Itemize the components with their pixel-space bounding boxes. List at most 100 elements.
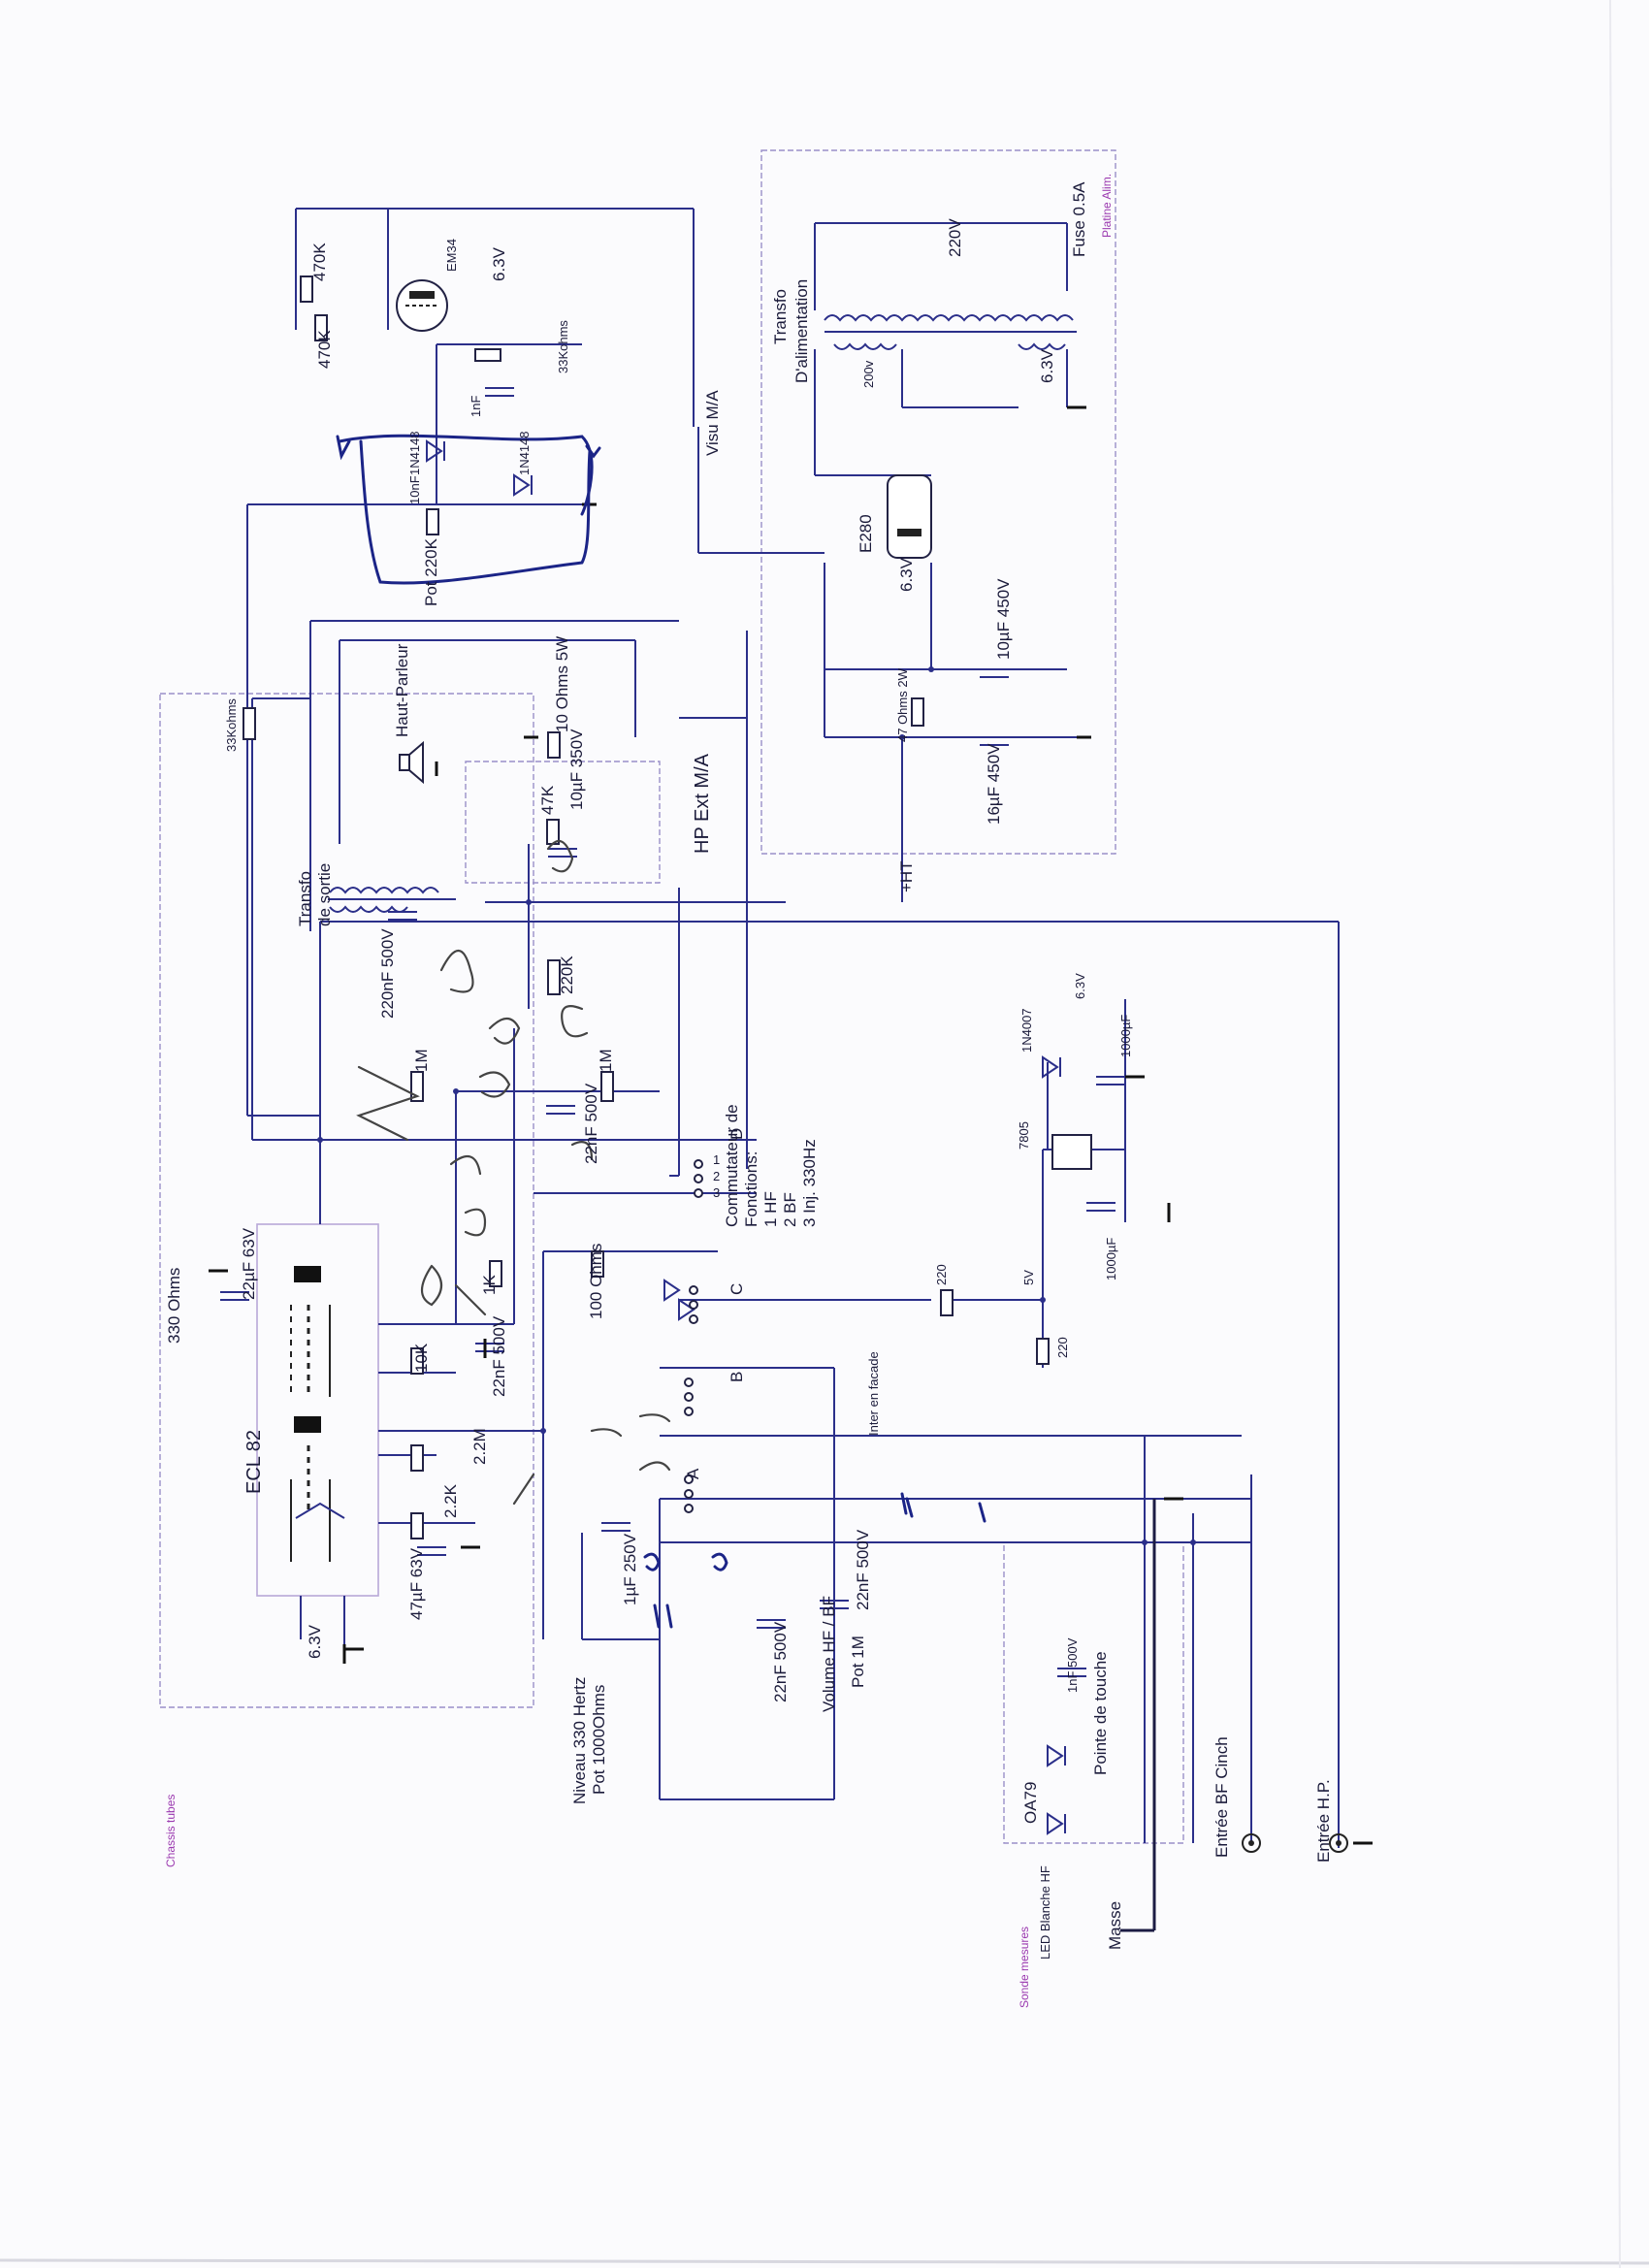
label-v200: 200v <box>861 360 876 388</box>
e280-rectifier <box>887 474 932 559</box>
box-platine-alim <box>760 149 1116 855</box>
label-reg7805: 7805 <box>1017 1121 1031 1150</box>
label-niveau-330: Niveau 330 Hertz <box>570 1677 589 1804</box>
label-c1000uf-a: 1000µF <box>1104 1238 1118 1280</box>
label-c1000uf-b: 1000µF <box>1118 1015 1133 1057</box>
label-r10k: 10K <box>412 1343 431 1373</box>
transformer-output <box>328 887 456 913</box>
handwritten-annotations <box>336 434 986 1629</box>
paper-edge <box>0 2258 1649 2265</box>
label-transfo-alim-1: Transfo <box>771 289 790 344</box>
label-pot220k: Pot 220K <box>422 537 440 606</box>
label-r470k-b: 470K <box>315 330 334 369</box>
label-r22m: 2.2M <box>470 1428 489 1465</box>
label-chassis-tubes: Chassis tubes <box>164 1795 178 1867</box>
label-ht: +HT <box>897 860 916 892</box>
label-ecl82: ECL 82 <box>243 1430 265 1494</box>
label-v63-c: 6.3V <box>897 557 916 592</box>
label-em34: EM34 <box>444 239 459 272</box>
label-comm-3: 1 HF <box>761 1191 780 1227</box>
label-c1nf500: 1nF 500V <box>1065 1637 1080 1693</box>
ecl82-tube <box>256 1223 379 1597</box>
speaker <box>399 740 424 785</box>
label-comm-5: 3 Inj. 330Hz <box>800 1139 819 1227</box>
label-v5: 5V <box>1021 1270 1036 1285</box>
label-r47k: 47K <box>538 785 557 815</box>
label-c1uf250: 1µF 250V <box>621 1533 639 1605</box>
label-r33kohms-b: 33Kohms <box>556 320 570 373</box>
label-pin-1: 1 <box>713 1152 720 1167</box>
label-c220nf: 220nF 500V <box>378 928 397 1019</box>
label-inter-facade: Inter en facade <box>866 1351 881 1436</box>
label-c16uf450: 16µF 450V <box>985 743 1003 825</box>
label-r220k: 220K <box>558 956 576 994</box>
label-c22nf-b: 22nF 500V <box>582 1083 600 1164</box>
label-c47uf: 47µF 63V <box>407 1547 426 1620</box>
label-sw-a: A <box>684 1468 702 1479</box>
label-pot1000: Pot 1000Ohms <box>590 1685 608 1795</box>
label-c10uf450: 10µF 450V <box>994 578 1013 660</box>
label-r470k-a: 470K <box>310 243 329 281</box>
label-r47ohms: 47 Ohms 2W <box>895 667 910 742</box>
wires <box>246 208 1340 1932</box>
label-comm-1: Commutateur de <box>723 1104 741 1227</box>
label-v63-a: 6.3V <box>490 246 508 281</box>
label-c22uf63: 22µF 63V <box>240 1227 258 1300</box>
label-led: LED Blanche HF <box>1038 1865 1052 1960</box>
ground-symbols <box>209 405 1373 1845</box>
label-c22nf-d: 22nF 500V <box>854 1529 872 1610</box>
label-entree-bf: Entrée BF Cinch <box>1212 1736 1231 1858</box>
diodes <box>426 439 1066 1835</box>
label-pointe: Pointe de touche <box>1091 1651 1110 1775</box>
label-pin-2: 2 <box>713 1169 720 1183</box>
label-fuse: Fuse 0.5A <box>1070 181 1088 257</box>
label-e280: E280 <box>857 514 875 553</box>
label-d1n4148-a: 1N4148 <box>407 431 422 475</box>
label-r1m-a: 1M <box>412 1049 431 1072</box>
rotary-switches <box>684 1159 703 1513</box>
label-r33k-ohms: 33Kohms <box>224 698 239 752</box>
capacitors <box>220 387 1125 1677</box>
label-transfo-sortie-2: de sortie <box>315 863 334 926</box>
paper-fold <box>1609 0 1621 2268</box>
label-r1k: 1K <box>480 1275 499 1295</box>
label-r1m-b: 1M <box>597 1049 615 1072</box>
label-sonde-mesures: Sonde mesures <box>1018 1927 1031 2008</box>
label-masse: Masse <box>1106 1901 1124 1950</box>
label-comm-2: Fonctions: <box>742 1151 760 1227</box>
label-sw-d: D <box>728 1128 746 1140</box>
label-r10ohms: 10 Ohms 5W <box>553 636 571 732</box>
label-c1nf: 1nF <box>469 396 483 417</box>
label-d1n4148-b: 1N4148 <box>517 431 532 475</box>
label-pot1m: Pot 1M <box>849 1636 867 1688</box>
label-pin-3: 3 <box>713 1185 720 1200</box>
label-c22nf-a: 22nF 500V <box>490 1315 508 1397</box>
label-r220-b: 220 <box>1055 1337 1070 1358</box>
label-r100ohms: 100 Ohms <box>587 1244 605 1319</box>
label-c22nf-c: 22nF 500V <box>771 1621 790 1702</box>
label-v63-heater: 6.3V <box>306 1624 324 1659</box>
label-hp-ext: HP Ext M/A <box>692 753 713 854</box>
label-c10uf350: 10µF 350V <box>567 729 586 810</box>
em34-tube <box>396 279 448 332</box>
junctions <box>317 666 1196 1545</box>
pencil-annotations <box>356 839 671 1506</box>
resistors <box>242 275 1092 1539</box>
label-visu: Visu M/A <box>703 390 722 456</box>
label-volume: Volume HF / BF <box>820 1596 838 1712</box>
label-entree-hp: Entrée H.P. <box>1314 1779 1333 1863</box>
box-chassis-tubes <box>159 693 534 1708</box>
label-r330: 330 Ohms <box>165 1268 183 1344</box>
label-c10nf: 10nF <box>407 475 422 504</box>
label-transfo-alim-2: D'alimentation <box>792 279 811 383</box>
label-haut-parleur: Haut-Parleur <box>393 643 411 737</box>
transformer-power <box>824 314 1077 350</box>
label-sw-b: B <box>728 1372 746 1382</box>
label-platine-alim: Platine Alim. <box>1100 174 1114 238</box>
input-jacks <box>1242 1833 1348 1853</box>
label-d1n4007: 1N4007 <box>1019 1008 1034 1053</box>
label-sw-c: C <box>728 1283 746 1295</box>
label-r22k: 2.2K <box>441 1483 460 1518</box>
